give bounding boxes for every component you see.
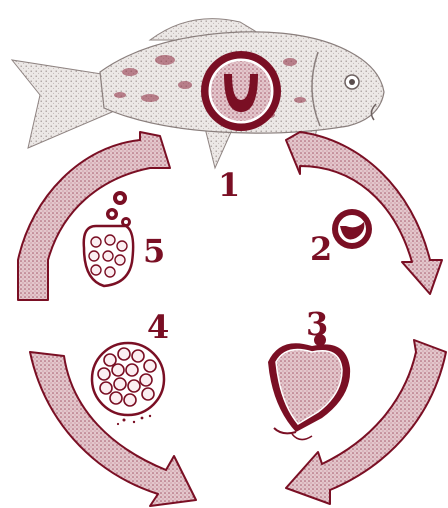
cyst-division-icon bbox=[92, 343, 164, 425]
stage-label-3: 3 bbox=[306, 305, 328, 343]
trophont-on-fish-icon bbox=[201, 51, 281, 131]
stage-label-4: 4 bbox=[147, 308, 169, 346]
stage-label-2: 2 bbox=[310, 230, 332, 268]
tomont-icon bbox=[268, 334, 350, 440]
trophont-icon bbox=[332, 209, 372, 249]
stage-label-1: 1 bbox=[218, 166, 240, 204]
stage-label-5: 5 bbox=[143, 232, 165, 270]
tomite-release-icon bbox=[84, 191, 133, 286]
